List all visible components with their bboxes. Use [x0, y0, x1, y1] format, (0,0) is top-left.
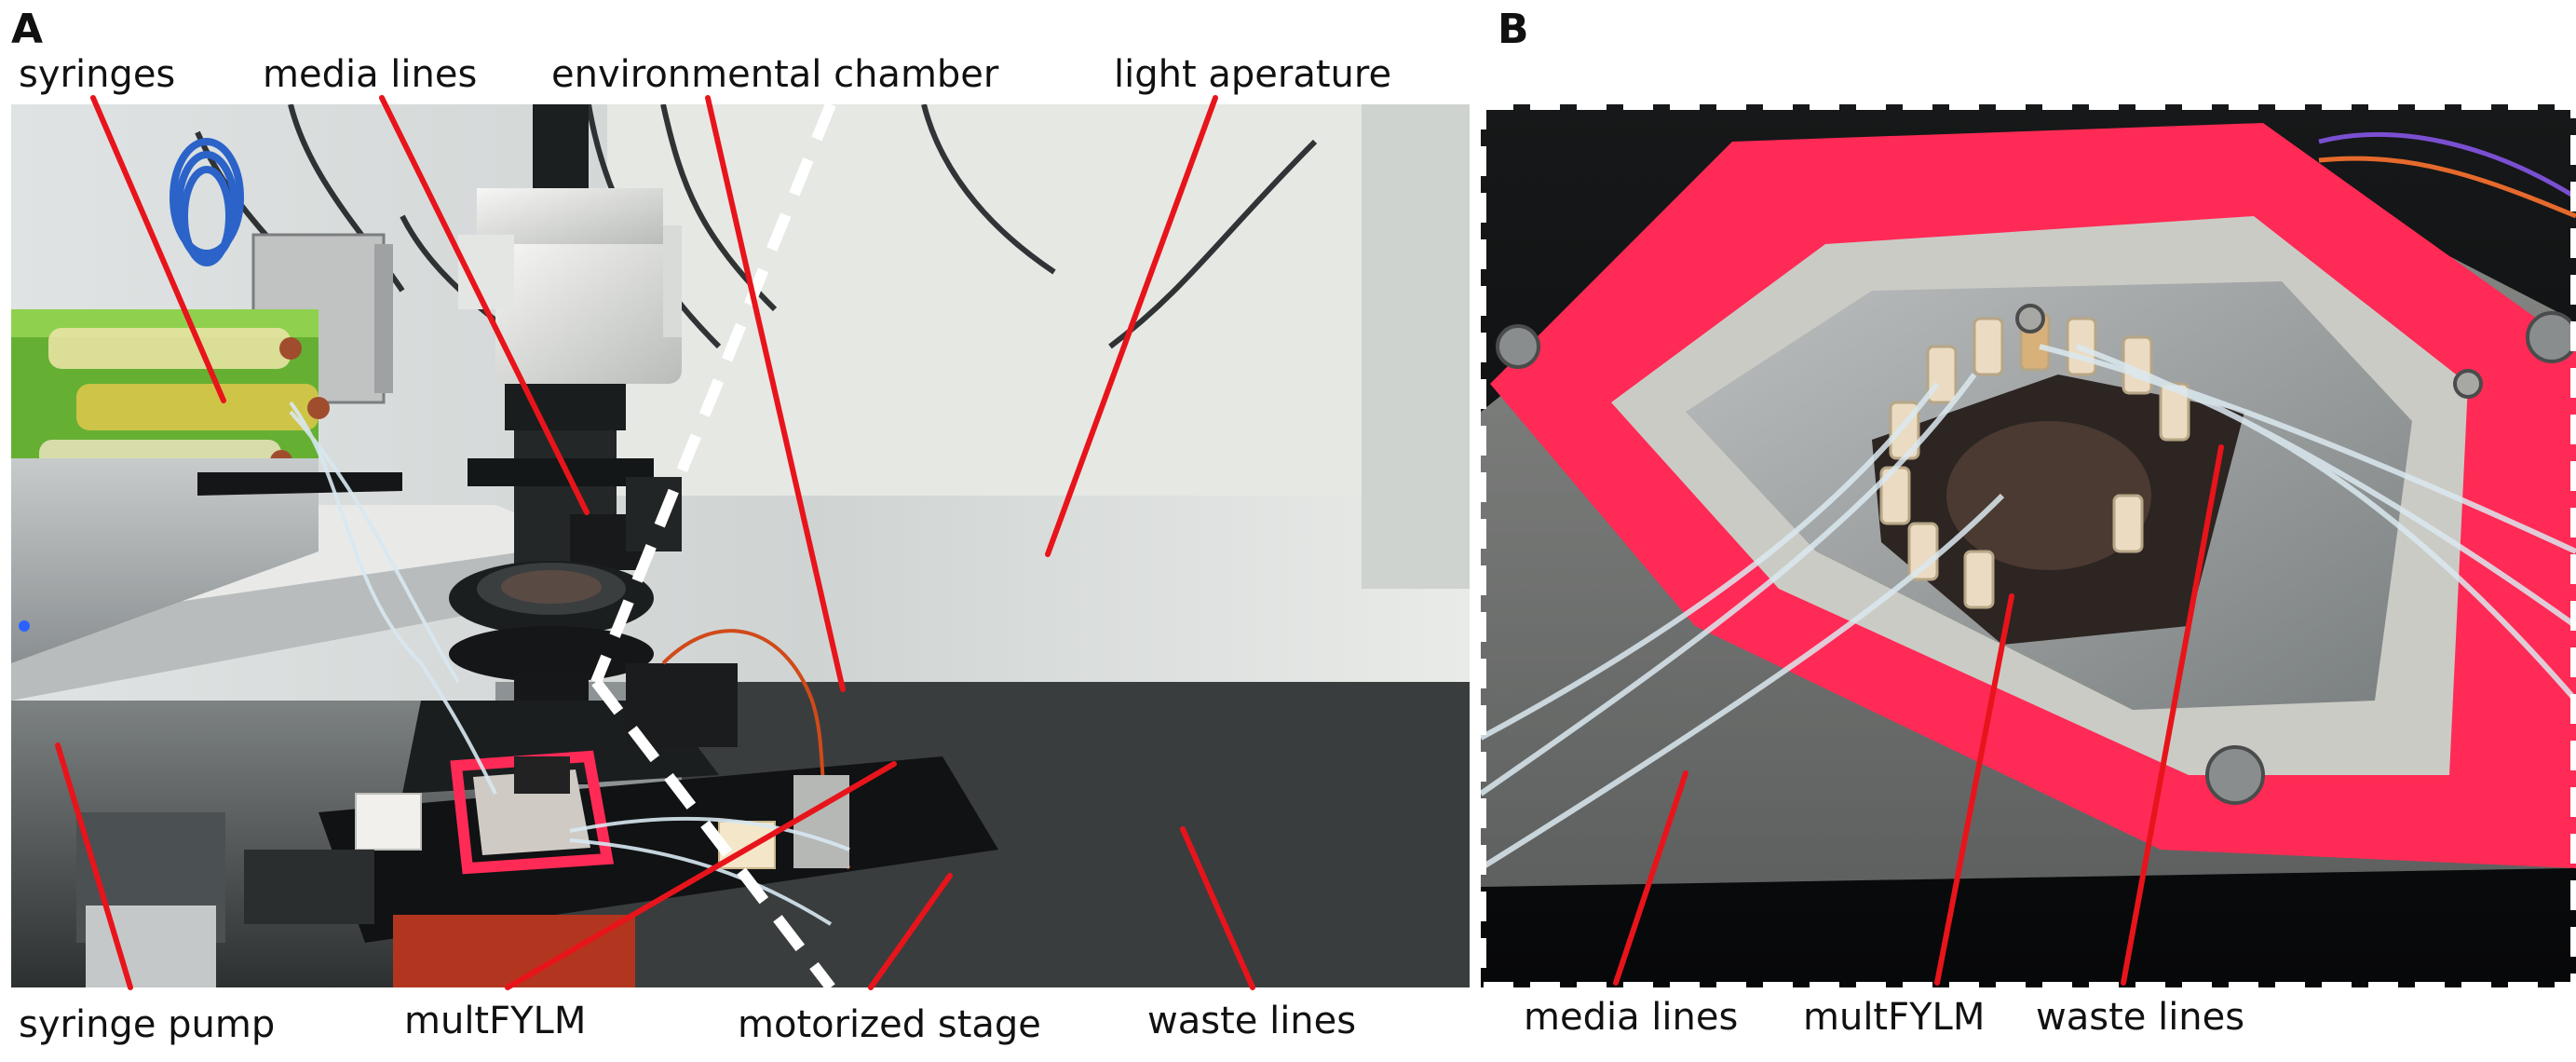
- label-waste-lines-a: waste lines: [1147, 1000, 1357, 1042]
- label-multfylm-a: multFYLM: [404, 1000, 587, 1042]
- photo-panel-a: [11, 104, 1470, 987]
- label-media-lines-a: media lines: [263, 53, 478, 96]
- panel-a-letter: A: [11, 6, 44, 53]
- label-environmental-chamber: environmental chamber: [551, 53, 999, 96]
- label-media-lines-b: media lines: [1524, 996, 1739, 1039]
- label-light-aperature: light aperature: [1114, 53, 1392, 96]
- label-waste-lines-b: waste lines: [2036, 996, 2245, 1039]
- label-multfylm-b: multFYLM: [1803, 996, 1986, 1039]
- panel-b-letter: B: [1498, 6, 1529, 53]
- label-motorized-stage: motorized stage: [738, 1003, 1041, 1046]
- photo-panel-b: [1481, 104, 2576, 987]
- microscope-setup-illustration: [11, 104, 1470, 987]
- label-syringes: syringes: [19, 53, 176, 96]
- label-syringe-pump: syringe pump: [19, 1003, 276, 1046]
- multfylm-closeup-illustration: [1481, 104, 2576, 987]
